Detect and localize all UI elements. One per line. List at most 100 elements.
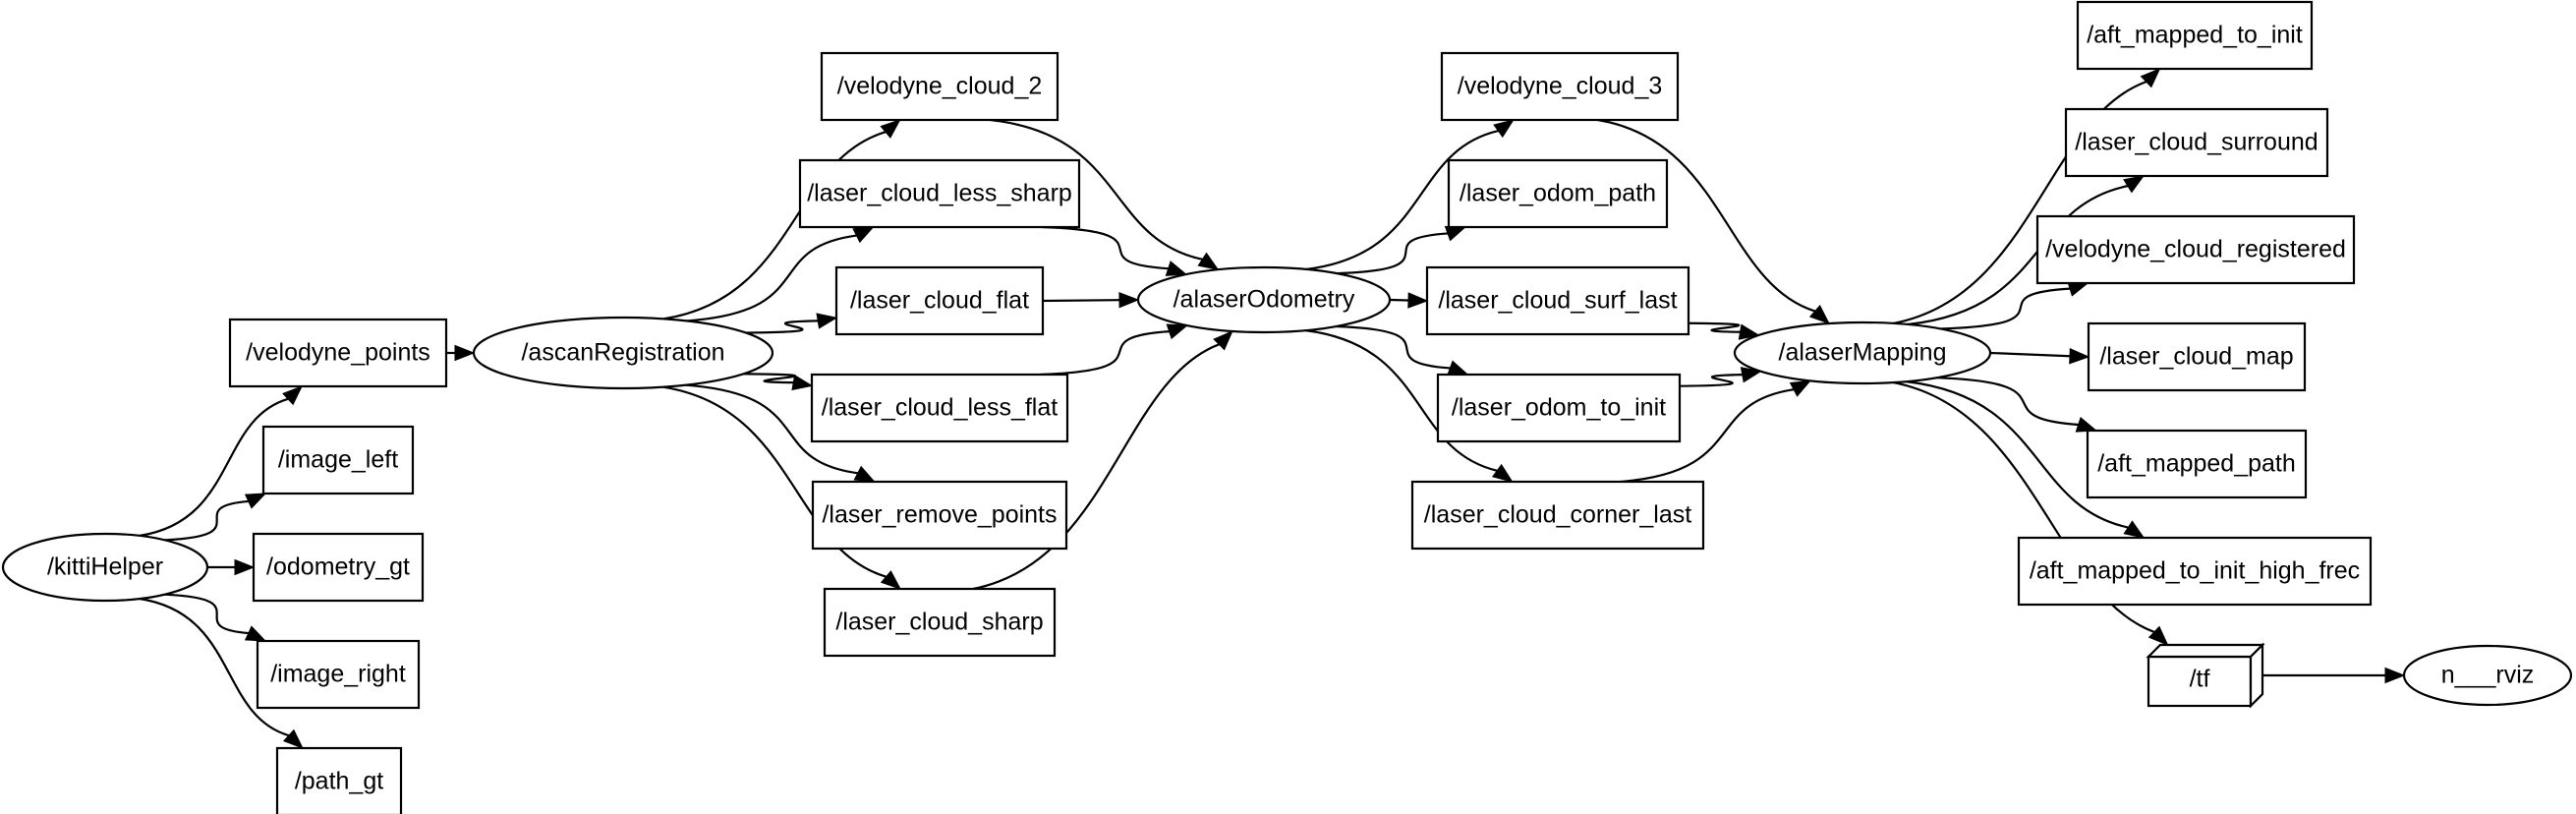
node-label: /velodyne_points — [246, 339, 430, 367]
node-laser_cloud_surf_last[interactable]: /laser_cloud_surf_last — [1425, 265, 1690, 336]
node-label: /alaserOdometry — [1174, 286, 1355, 314]
edge-kittiHelper-to-velodyne_points — [139, 385, 304, 538]
node-laser_odom_to_init[interactable]: /laser_odom_to_init — [1436, 373, 1682, 443]
edge-arrowhead — [1165, 261, 1188, 276]
node-alaserMapping[interactable]: /alaserMapping — [1733, 320, 1992, 385]
node-image_left[interactable]: /image_left — [261, 425, 415, 495]
edge-arrowhead — [2147, 625, 2169, 646]
node-shape-box[interactable] — [252, 532, 425, 603]
node-shape-ellipse[interactable] — [472, 316, 774, 390]
node-shape-box[interactable] — [261, 425, 415, 495]
edge-alaserOdometry-to-laser_cloud_corner_last — [1305, 329, 1514, 483]
node-image_right[interactable]: /image_right — [256, 639, 421, 710]
node-shape-ellipse[interactable] — [1, 532, 209, 603]
node-laser_odom_path[interactable]: /laser_odom_path — [1447, 158, 1669, 229]
edge-kittiHelper-to-image_left — [164, 493, 267, 542]
node-tf[interactable]: /tf — [2146, 642, 2265, 709]
node-label: /path_gt — [295, 768, 383, 795]
node-laser_cloud_less_flat[interactable]: /laser_cloud_less_flat — [810, 373, 1069, 443]
node-odometry_gt[interactable]: /odometry_gt — [252, 532, 425, 603]
node-shape-box[interactable] — [2087, 321, 2307, 392]
node-velodyne_cloud_2[interactable]: /velodyne_cloud_2 — [820, 51, 1059, 122]
node-label: /laser_cloud_flat — [850, 287, 1029, 315]
node-label: /laser_odom_path — [1460, 180, 1656, 207]
edge-laser_cloud_surf_last-to-alaserMapping — [1688, 321, 1760, 340]
edge-arrowhead — [234, 558, 256, 576]
node-shape-box[interactable] — [2017, 536, 2373, 607]
edge-arrowhead — [1166, 323, 1188, 340]
node-label: /laser_cloud_map — [2099, 343, 2293, 371]
node-laser_remove_points[interactable]: /laser_remove_points — [811, 480, 1068, 551]
node-velodyne_points[interactable]: /velodyne_points — [228, 318, 448, 388]
node-shape-box[interactable] — [256, 639, 421, 710]
edge-arrowhead — [880, 570, 902, 590]
edge-arrowhead — [1738, 323, 1760, 340]
node-shape-box[interactable] — [2086, 429, 2308, 499]
node-laser_cloud_less_sharp[interactable]: /laser_cloud_less_sharp — [798, 158, 1081, 229]
edge-arrowhead — [282, 728, 304, 749]
node-laser_cloud_sharp[interactable]: /laser_cloud_sharp — [823, 587, 1057, 658]
node-label: /kittiHelper — [47, 553, 163, 581]
edge-arrowhead — [853, 465, 876, 483]
edge-alaserMapping-to-tf — [1893, 380, 2169, 646]
node-shape-box[interactable] — [2064, 107, 2329, 178]
edge-alaserMapping-to-laser_cloud_surround — [1907, 175, 2146, 326]
node-shape-box3d-front[interactable] — [2147, 655, 2253, 708]
edge-arrowhead — [1740, 367, 1762, 383]
node-shape-box[interactable] — [820, 51, 1059, 122]
node-shape-box[interactable] — [1440, 51, 1680, 122]
node-shape-ellipse[interactable] — [2402, 644, 2573, 707]
node-laser_cloud_surround[interactable]: /laser_cloud_surround — [2064, 107, 2329, 178]
node-laser_cloud_map[interactable]: /laser_cloud_map — [2087, 321, 2307, 392]
edge-arrowhead — [816, 313, 838, 329]
edge-arrowhead — [244, 493, 267, 509]
node-laser_cloud_flat[interactable]: /laser_cloud_flat — [834, 265, 1045, 336]
node-label: /laser_remove_points — [822, 501, 1057, 529]
node-shape-ellipse[interactable] — [1733, 320, 1992, 385]
node-path_gt[interactable]: /path_gt — [275, 746, 403, 814]
node-shape-box[interactable] — [1436, 373, 1682, 443]
node-aft_mapped_to_init[interactable]: /aft_mapped_to_init — [2076, 0, 2314, 71]
edge-arrowhead — [880, 119, 901, 139]
edge-arrowhead — [1197, 252, 1220, 271]
node-shape-box[interactable] — [1410, 480, 1705, 551]
node-label: /laser_odom_to_init — [1452, 394, 1666, 422]
edge-arrowhead — [244, 625, 267, 642]
node-label: /velodyne_cloud_2 — [837, 73, 1043, 100]
edge-kittiHelper-to-odometry_gt — [207, 558, 256, 576]
edge-kittiHelper-to-image_right — [164, 593, 267, 642]
node-label: /image_right — [270, 661, 406, 688]
node-aft_mapped_path[interactable]: /aft_mapped_path — [2086, 429, 2308, 499]
edge-arrowhead — [2123, 520, 2146, 539]
edge-arrowhead — [1493, 119, 1515, 139]
node-shape-box[interactable] — [798, 158, 1081, 229]
edge-arrowhead — [791, 374, 814, 391]
edge-alaserMapping-to-aft_mapped_to_init — [1893, 68, 2161, 325]
node-shape-box[interactable] — [1447, 158, 1669, 229]
node-shape-box[interactable] — [2076, 0, 2314, 71]
node-shape-box[interactable] — [1425, 265, 1690, 336]
edge-tf-to-rviz — [2251, 667, 2406, 684]
edge-laser_odom_to_init-to-alaserMapping — [1679, 367, 1762, 387]
node-velodyne_cloud_registered[interactable]: /velodyne_cloud_registered — [2035, 214, 2356, 285]
edge-laser_cloud_less_sharp-to-alaserOdometry — [1041, 225, 1188, 276]
node-alaserOdometry[interactable]: /alaserOdometry — [1136, 265, 1392, 334]
node-laser_cloud_corner_last[interactable]: /laser_cloud_corner_last — [1410, 480, 1705, 551]
node-aft_mapped_to_init_high_frec[interactable]: /aft_mapped_to_init_high_frec — [2017, 536, 2373, 607]
node-label: /aft_mapped_to_init — [2087, 22, 2303, 49]
node-shape-box[interactable] — [2035, 214, 2356, 285]
node-kittiHelper[interactable]: /kittiHelper — [1, 532, 209, 603]
node-shape-box[interactable] — [275, 746, 403, 814]
edge-arrowhead — [2384, 667, 2406, 684]
node-shape-box[interactable] — [811, 480, 1068, 551]
node-shape-box[interactable] — [228, 318, 448, 388]
node-rviz[interactable]: n___rviz — [2402, 644, 2573, 707]
node-shape-box[interactable] — [834, 265, 1045, 336]
node-velodyne_cloud_3[interactable]: /velodyne_cloud_3 — [1440, 51, 1680, 122]
node-ascanRegistration[interactable]: /ascanRegistration — [472, 316, 774, 390]
node-shape-box[interactable] — [823, 587, 1057, 658]
node-shape-box[interactable] — [810, 373, 1069, 443]
node-shape-ellipse[interactable] — [1136, 265, 1392, 334]
edge-alaserMapping-to-laser_cloud_map — [1989, 347, 2090, 365]
